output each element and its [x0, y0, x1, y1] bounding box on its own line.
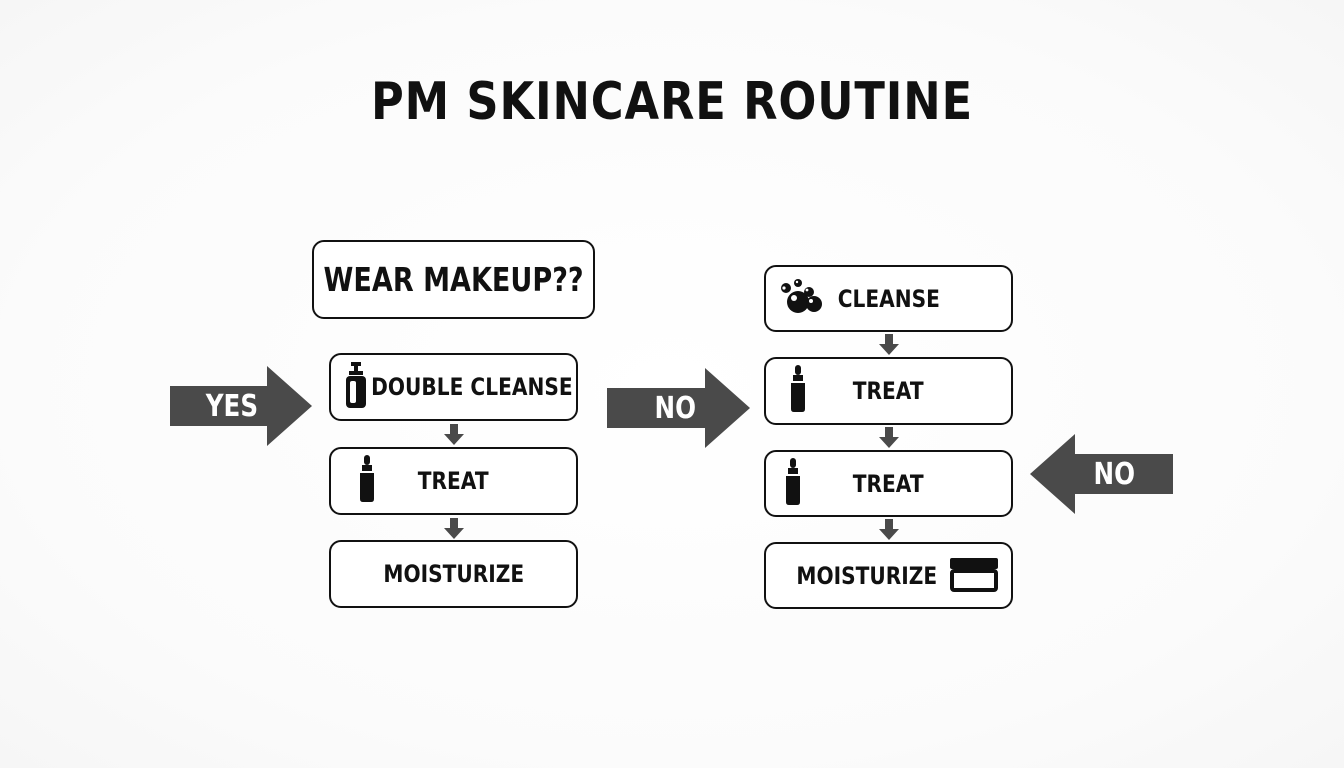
step-label: TREAT [418, 467, 489, 495]
question-label: WEAR MAKEUP?? [323, 260, 584, 299]
down-arrow [879, 334, 899, 359]
no-arrow-right-shape [1030, 434, 1173, 514]
step-treat: TREAT [329, 447, 578, 515]
no-arrow-center-shape [607, 368, 750, 448]
down-arrow [879, 427, 899, 452]
step-label: MOISTURIZE [383, 560, 524, 588]
step-label: MOISTURIZE [796, 561, 937, 590]
step-double-cleanse: DOUBLE CLEANSE [329, 353, 578, 421]
step-label: TREAT [853, 469, 924, 498]
pump-bottle-icon [345, 361, 367, 413]
yes-arrow: YES [170, 366, 312, 446]
step-moisturize: MOISTURIZE [329, 540, 578, 608]
step-treat: TREAT [764, 357, 1013, 425]
yes-arrow-shape [170, 366, 312, 446]
yes-arrow-label: YES [205, 388, 259, 424]
step-treat: TREAT [764, 450, 1013, 517]
dropper-bottle-icon [783, 457, 803, 510]
no-arrow-right: NO [1030, 434, 1173, 514]
down-arrow [879, 519, 899, 544]
step-moisturize: MOISTURIZE [764, 542, 1013, 609]
step-cleanse: CLEANSE [764, 265, 1013, 332]
cream-jar-icon [949, 556, 999, 596]
step-label: TREAT [853, 377, 924, 405]
step-label: CLEANSE [837, 284, 940, 313]
diagram-title: PM SKINCARE ROUTINE [371, 72, 973, 132]
question-box: WEAR MAKEUP?? [312, 240, 595, 319]
no-arrow-center-label: NO [654, 390, 696, 426]
dropper-bottle-icon [357, 455, 377, 507]
bubbles-icon [778, 277, 824, 321]
no-arrow-right-label: NO [1093, 456, 1135, 492]
down-arrow [444, 424, 464, 449]
down-arrow [444, 518, 464, 543]
dropper-bottle-icon [788, 365, 808, 417]
step-label: DOUBLE CLEANSE [370, 373, 573, 401]
no-arrow-center: NO [607, 368, 750, 448]
